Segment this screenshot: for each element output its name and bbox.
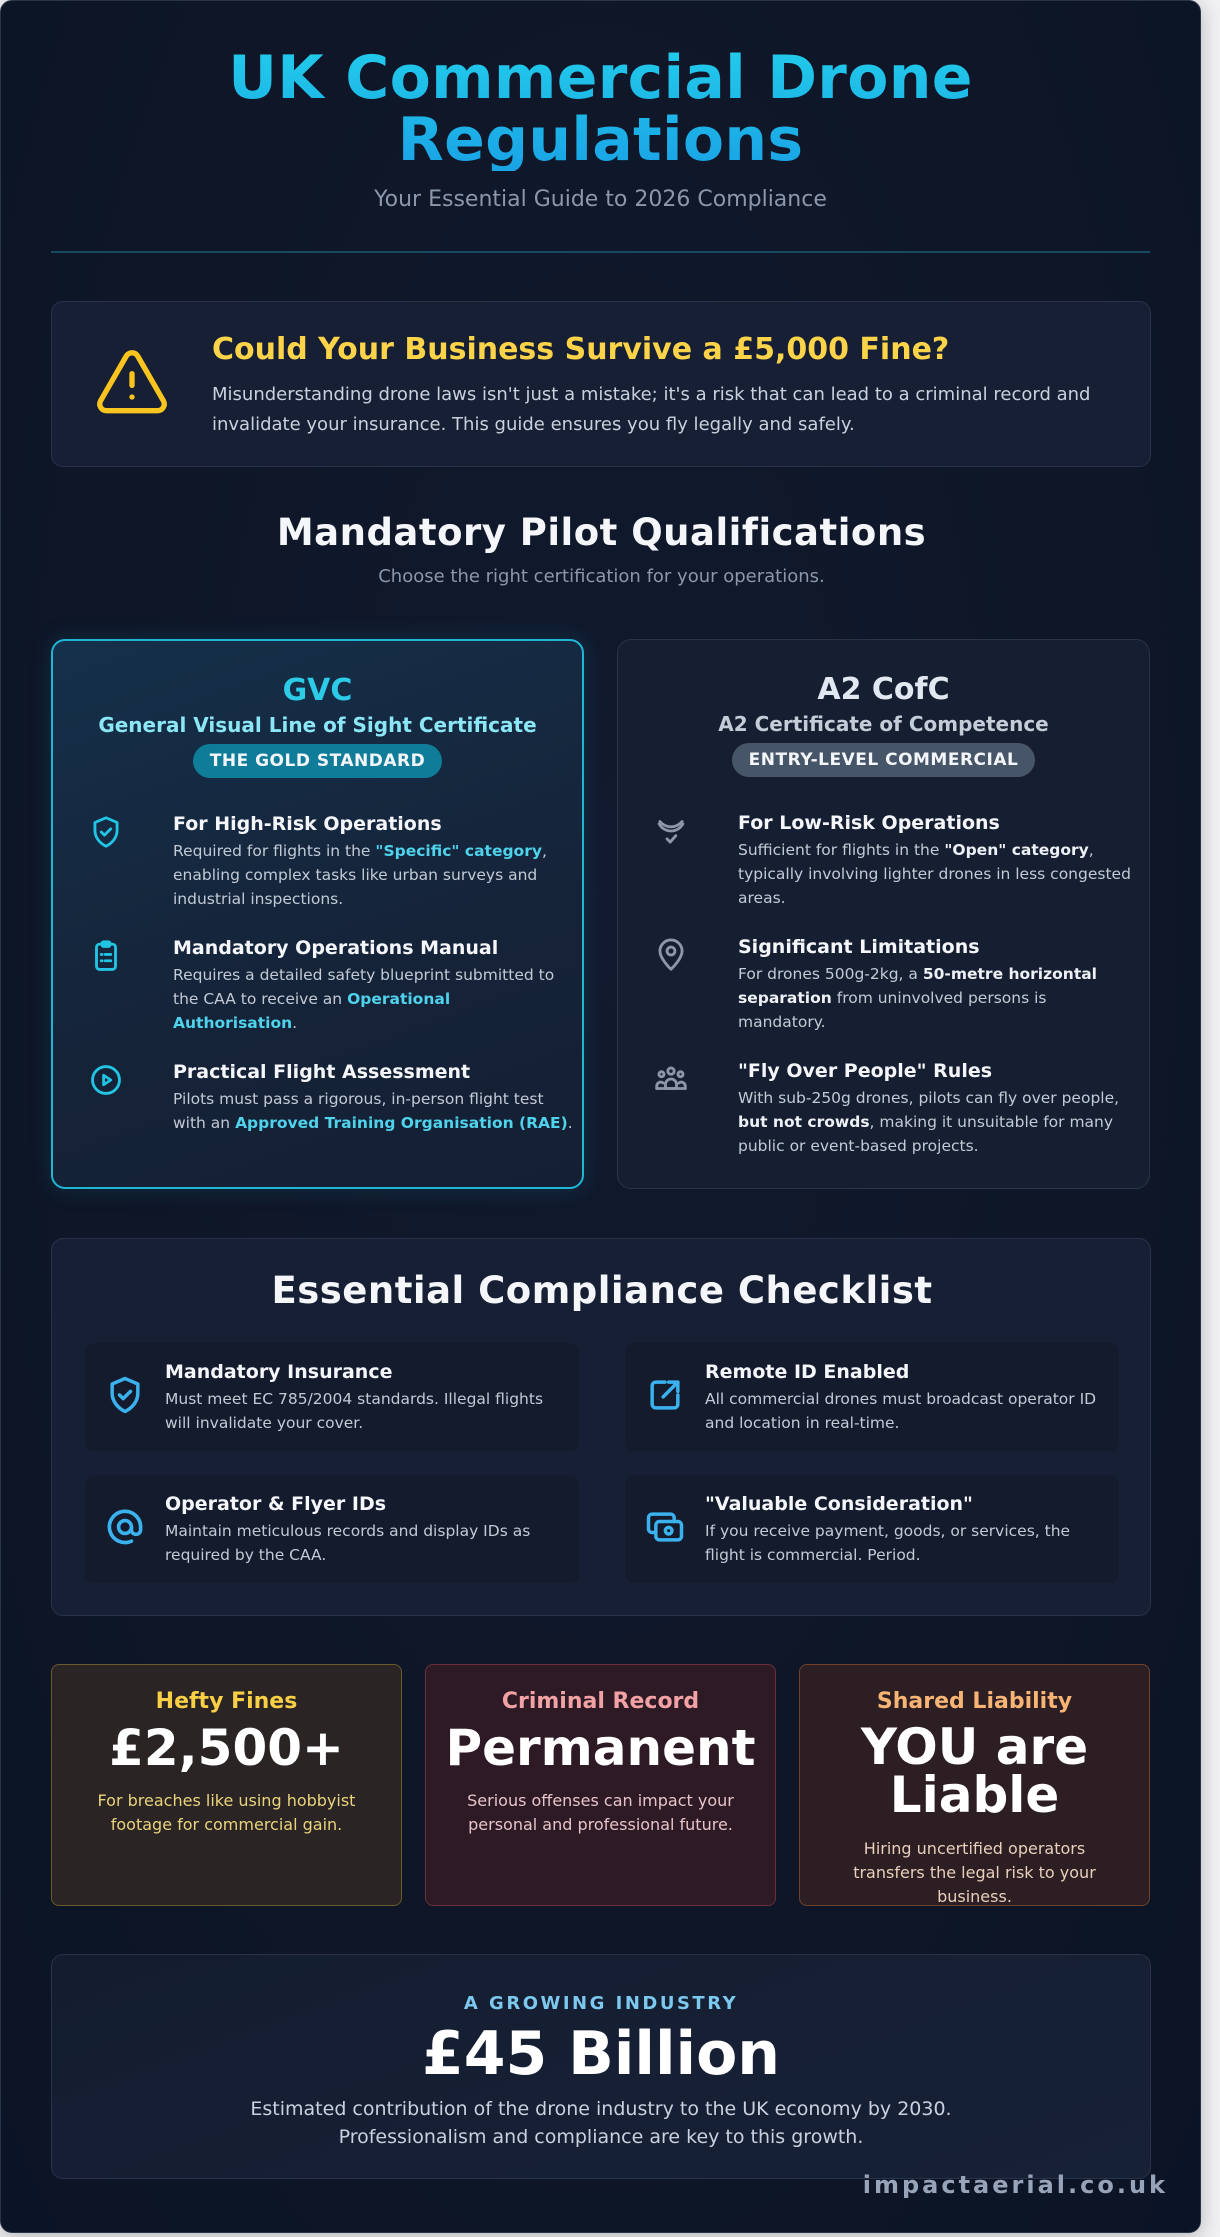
stat-value: Permanent xyxy=(445,1719,756,1777)
industry-label: A GROWING INDUSTRY xyxy=(463,1993,739,2014)
checklist-item-text: All commercial drones must broadcast ope… xyxy=(705,1390,1097,1432)
feature-text: Sufficient for flights in the "Open" cat… xyxy=(738,841,1131,907)
industry-value: £45 Billion xyxy=(421,2019,781,2089)
qualifications-title: Mandatory Pilot Qualifications xyxy=(276,511,927,554)
feature-title: Practical Flight Assessment xyxy=(173,1061,471,1083)
checklist-item-ids: Operator & Flyer IDs Maintain meticulous… xyxy=(85,1475,579,1583)
stat-label: Shared Liability xyxy=(876,1689,1073,1714)
alert-title: Could Your Business Survive a £5,000 Fin… xyxy=(212,332,950,367)
qualifications-subtitle: Choose the right certification for your … xyxy=(378,566,825,587)
alert-text: Misunderstanding drone laws isn't just a… xyxy=(212,384,1091,435)
entry-level-badge: ENTRY-LEVEL COMMERCIAL xyxy=(731,743,1036,777)
checklist-item-text: If you receive payment, goods, or servic… xyxy=(705,1522,1071,1564)
cash-icon xyxy=(646,1512,684,1542)
stat-hefty-fines: Hefty Fines £2,500+ For breaches like us… xyxy=(51,1664,402,1906)
at-sign-icon xyxy=(107,1509,143,1545)
gold-standard-badge: THE GOLD STANDARD xyxy=(192,744,443,778)
checklist-item-title: "Valuable Consideration" xyxy=(705,1493,973,1515)
checklist-item-text: Must meet EC 785/2004 standards. Illegal… xyxy=(165,1390,544,1432)
stat-value: £2,500+ xyxy=(109,1719,344,1777)
shield-check-icon xyxy=(110,1376,140,1414)
feature-text: For drones 500g-2kg, a 50-metre horizont… xyxy=(738,965,1097,1031)
feature-title: Significant Limitations xyxy=(738,936,980,958)
stat-text: Hiring uncertified operators transfers t… xyxy=(853,1839,1096,1906)
stat-text: For breaches like using hobbyist footage… xyxy=(97,1791,356,1834)
stat-value: YOU are Liable xyxy=(860,1718,1089,1824)
map-pin-icon xyxy=(658,938,684,971)
feature-title: For High-Risk Operations xyxy=(173,813,442,835)
warning-triangle-icon xyxy=(97,350,167,414)
title-line-2: Regulations xyxy=(397,105,804,175)
checklist-item-title: Remote ID Enabled xyxy=(705,1361,910,1383)
feature-title: "Fly Over People" Rules xyxy=(738,1060,993,1082)
brand-footer: impactaerial.co.uk xyxy=(862,2171,1168,2199)
card-name: General Visual Line of Sight Certificate xyxy=(98,713,537,737)
stat-shared-liability: Shared Liability YOU are Liable Hiring u… xyxy=(799,1664,1150,1906)
compliance-checklist: Essential Compliance Checklist Mandatory… xyxy=(51,1238,1151,1616)
title-line-1: UK Commercial Drone xyxy=(228,43,973,113)
fine-warning-callout: Could Your Business Survive a £5,000 Fin… xyxy=(51,301,1151,467)
a2-cofc-card: A2 CofC A2 Certificate of Competence ENT… xyxy=(617,639,1150,1189)
stat-text: Serious offenses can impact your persona… xyxy=(467,1791,734,1834)
checklist-item-valuable-consideration: "Valuable Consideration" If you receive … xyxy=(625,1475,1119,1583)
industry-growth-panel: A GROWING INDUSTRY £45 Billion Estimated… xyxy=(51,1954,1151,2179)
stat-label: Criminal Record xyxy=(501,1689,700,1714)
page-subtitle: Your Essential Guide to 2026 Compliance xyxy=(374,187,827,212)
feature-text: With sub-250g drones, pilots can fly ove… xyxy=(738,1089,1120,1155)
feature-title: For Low-Risk Operations xyxy=(738,812,1000,834)
checklist-item-title: Operator & Flyer IDs xyxy=(165,1493,387,1515)
external-link-icon xyxy=(650,1380,680,1410)
stat-label: Hefty Fines xyxy=(155,1689,298,1714)
feature-text: Requires a detailed safety blueprint sub… xyxy=(173,966,555,1032)
gvc-card: GVC General Visual Line of Sight Certifi… xyxy=(51,639,584,1189)
page-title: UK Commercial Drone Regulations xyxy=(1,47,1200,171)
play-circle-icon xyxy=(91,1065,121,1095)
checklist-item-remote-id: Remote ID Enabled All commercial drones … xyxy=(625,1343,1119,1451)
card-code: GVC xyxy=(282,673,353,708)
checklist-title: Essential Compliance Checklist xyxy=(271,1269,933,1312)
stat-criminal-record: Criminal Record Permanent Serious offens… xyxy=(425,1664,776,1906)
clipboard-list-icon xyxy=(95,940,117,971)
shield-check-icon xyxy=(93,816,119,848)
card-name: A2 Certificate of Competence xyxy=(718,712,1049,736)
header: UK Commercial Drone Regulations Your Ess… xyxy=(1,1,1200,212)
users-group-icon xyxy=(655,1066,687,1090)
badge-check-icon xyxy=(657,820,685,844)
card-code: A2 CofC xyxy=(817,672,950,707)
checklist-item-title: Mandatory Insurance xyxy=(165,1361,393,1383)
feature-text: Pilots must pass a rigorous, in-person f… xyxy=(173,1090,573,1132)
checklist-item-text: Maintain meticulous records and display … xyxy=(165,1522,531,1564)
feature-text: Required for flights in the "Specific" c… xyxy=(173,842,547,908)
feature-title: Mandatory Operations Manual xyxy=(173,937,499,959)
industry-text: Estimated contribution of the drone indu… xyxy=(250,2098,952,2148)
checklist-item-insurance: Mandatory Insurance Must meet EC 785/200… xyxy=(85,1343,579,1451)
header-divider xyxy=(51,251,1150,253)
